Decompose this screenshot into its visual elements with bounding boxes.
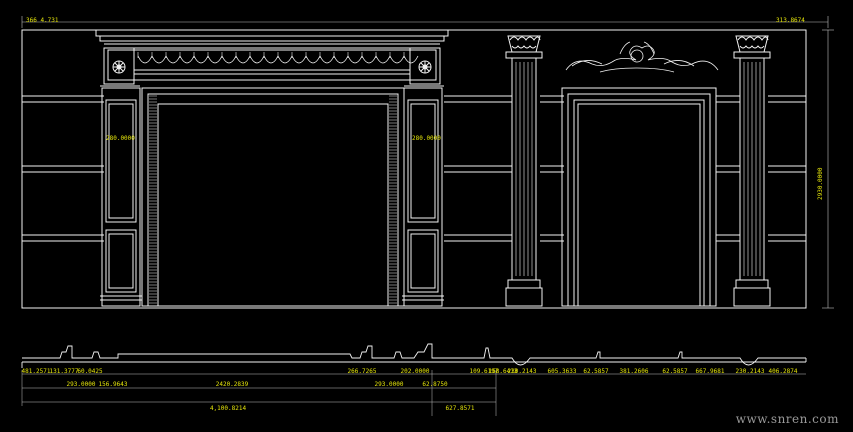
plan-dimension-label: 62.5857 (583, 368, 609, 375)
scallop (389, 55, 405, 64)
plan-dimension-label: 131.3777 (50, 368, 79, 375)
column-right (733, 35, 771, 307)
plan-dimension-row-3: 4,100.8214 627.8571 (210, 405, 475, 412)
plan-dimension-label: 230.2143 (508, 368, 537, 375)
scallop (403, 55, 419, 64)
plan-dimension-label: 62.5857 (662, 368, 688, 375)
scallop (137, 55, 153, 64)
plan-dimension-label: 481.2571 (22, 368, 51, 375)
plan-dimension-label: 202.0000 (401, 368, 430, 375)
scallop (221, 55, 237, 64)
scallop (263, 55, 279, 64)
plan-dimension-label: 230.2143 (736, 368, 765, 375)
scallop (249, 55, 265, 64)
door-opening-left (141, 87, 405, 307)
scallop (333, 55, 349, 64)
scallop (361, 55, 377, 64)
scallop (165, 55, 181, 64)
door-opening-right (561, 87, 717, 307)
plan-dimension-label: 109.6197 (470, 368, 499, 375)
plan-dimension-label: 627.8571 (446, 405, 475, 412)
plan-dimension-label: 62.8750 (422, 381, 448, 388)
dim-pilaster-right: 280.0000 (412, 135, 441, 142)
scroll-ornament (565, 41, 719, 73)
plan-dimension-label: 293.0000 (67, 381, 96, 388)
dim-top-left: 366 4.731 (26, 17, 59, 24)
column-left (505, 35, 543, 307)
scallop (291, 55, 307, 64)
rosette-left (112, 60, 126, 74)
scallop (179, 55, 195, 64)
dim-overall-height: 2930.0000 (817, 167, 824, 200)
scallop (193, 55, 209, 64)
plan-dimension-label: 60.0425 (77, 368, 103, 375)
scallop (347, 55, 363, 64)
watermark: www.snren.com (735, 412, 839, 426)
rosette-right (418, 60, 432, 74)
dim-pilaster-left: 280.0000 (106, 135, 135, 142)
plan-dimension-label: 605.3633 (548, 368, 577, 375)
plan-dimension-label: 406.2874 (769, 368, 798, 375)
plan-dimension-label: 293.0000 (375, 381, 404, 388)
scallop (305, 55, 321, 64)
plan-profile (21, 343, 807, 368)
scallop (207, 55, 223, 64)
pilaster-left (100, 87, 142, 307)
plan-dimension-label: 4,100.8214 (210, 405, 247, 412)
scallop (151, 55, 167, 64)
mantel-frame (95, 29, 449, 87)
dim-top-right: 313.8674 (776, 17, 805, 24)
plan-dimension-label: 266.7265 (348, 368, 377, 375)
scallop (375, 55, 391, 64)
scallop (277, 55, 293, 64)
plan-dimension-label: 2420.2839 (216, 381, 249, 388)
plan-dimension-label: 156.9643 (99, 381, 128, 388)
pilaster-right (402, 87, 444, 307)
scallop (319, 55, 335, 64)
plan-dimension-label: 667.9681 (696, 368, 725, 375)
plan-dimension-label: 381.2606 (620, 368, 649, 375)
scallop (235, 55, 251, 64)
plan-dimension-label: 158.6413 (489, 368, 518, 375)
